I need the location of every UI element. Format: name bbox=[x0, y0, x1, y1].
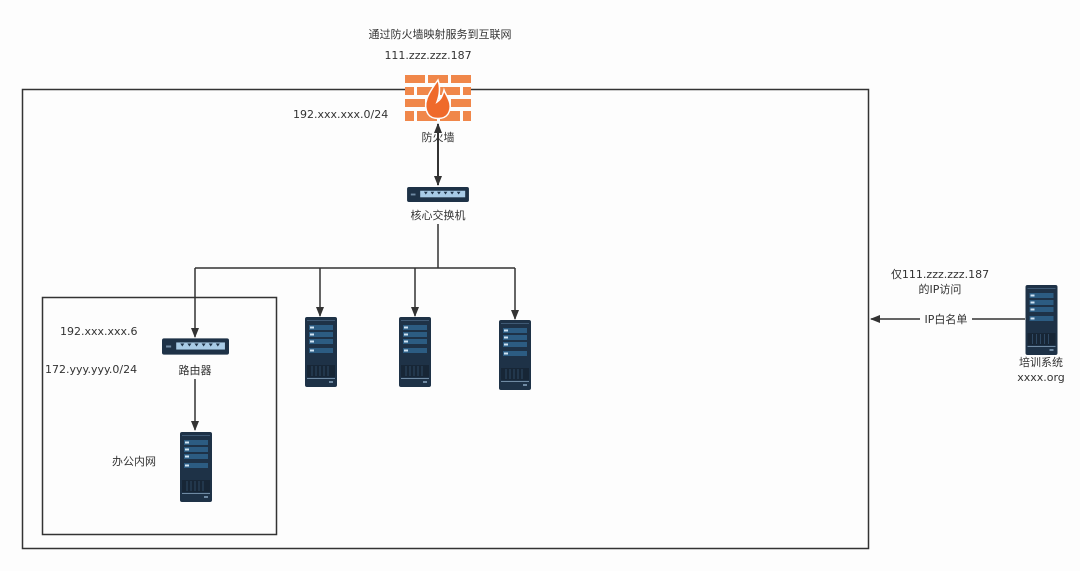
firewall-icon[interactable] bbox=[405, 75, 471, 121]
lan-boundary bbox=[21, 88, 870, 550]
office-server-icon[interactable] bbox=[180, 432, 212, 502]
server-icon[interactable] bbox=[499, 320, 531, 390]
router-label: 路由器 bbox=[179, 363, 212, 377]
server-icon[interactable] bbox=[305, 317, 337, 387]
whitelist-note-line1: 仅111.zzz.zzz.187 bbox=[891, 268, 989, 281]
router-icon[interactable] bbox=[162, 338, 229, 355]
public-ip-label: 111.zzz.zzz.187 bbox=[384, 49, 471, 62]
diagram-title: 通过防火墙映射服务到互联网 bbox=[369, 27, 512, 41]
server-icon[interactable] bbox=[399, 317, 431, 387]
office-subnet-label: 172.yyy.yyy.0/24 bbox=[45, 363, 137, 376]
lan-subnet-label: 192.xxx.xxx.0/24 bbox=[293, 108, 388, 121]
training-system-label: 培训系统 bbox=[1019, 355, 1063, 369]
core-switch-label: 核心交换机 bbox=[411, 208, 466, 222]
office-network-label: 办公内网 bbox=[112, 454, 156, 468]
office-boundary bbox=[41, 296, 278, 536]
whitelist-note-line2: 的IP访问 bbox=[919, 282, 962, 296]
whitelist-edge-label: IP白名单 bbox=[925, 312, 968, 326]
training-server-icon[interactable] bbox=[1025, 285, 1058, 355]
switch-icon[interactable] bbox=[407, 187, 469, 202]
training-system-domain: xxxx.org bbox=[1017, 371, 1065, 384]
switch-trunk-line bbox=[195, 224, 515, 269]
router-lan-ip: 192.xxx.xxx.6 bbox=[60, 325, 138, 338]
